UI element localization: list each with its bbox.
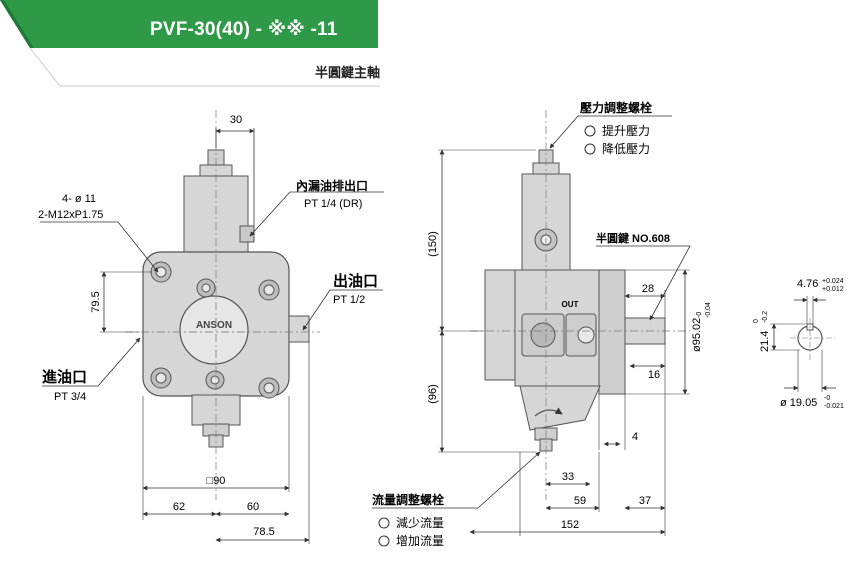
pressure-up-label: 提升壓力 bbox=[602, 123, 650, 138]
side-flange bbox=[598, 269, 626, 395]
dim-59-label: 59 bbox=[574, 495, 586, 507]
dim-19-05-label: ø 19.05 bbox=[780, 397, 817, 409]
front-view: ANSON 30 4- ø 11 2-M12xP1.75 79.5 內漏油排出口… bbox=[38, 110, 384, 544]
dim-21-4-label: 21.4 bbox=[759, 331, 771, 352]
flow-up-label: 增加流量 bbox=[396, 534, 444, 548]
dim-150-label: (150) bbox=[427, 231, 439, 257]
flow-down-label: 減少流量 bbox=[396, 515, 444, 530]
dim-37-label: 37 bbox=[639, 495, 651, 507]
dim-95-02-label: ø95.02 bbox=[691, 318, 703, 352]
dim-4-label: 4 bbox=[632, 431, 638, 443]
inlet-spec: PT 3/4 bbox=[54, 391, 86, 403]
outlet-leader bbox=[302, 289, 383, 331]
tol-1905-upper: -0 bbox=[824, 395, 830, 402]
key-label: 半圓鍵 NO.608 bbox=[596, 231, 670, 245]
side-view: OUT 壓力調整螺栓 提升壓力 降低壓力 (150) (96) 半圓鍵 NO.6… bbox=[372, 100, 712, 548]
tol-476-upper: +0.024 bbox=[822, 278, 844, 285]
shaft-key-detail: 4.76 +0.024 +0.012 21.4 0 -0.2 ø 19.05 -… bbox=[753, 278, 844, 410]
front-outlet-boss bbox=[288, 315, 310, 343]
banner-graphic bbox=[0, 0, 380, 87]
side-rear-cover bbox=[484, 269, 518, 381]
front-bolt-holes bbox=[150, 261, 280, 399]
tol-476-lower: +0.012 bbox=[822, 286, 844, 293]
banner-slant-line bbox=[29, 47, 61, 87]
dim-79-5-label: 79.5 bbox=[90, 291, 102, 312]
outlet-spec: PT 1/2 bbox=[333, 294, 365, 306]
dim-60-label: 60 bbox=[247, 501, 259, 513]
hole-spec-leader bbox=[40, 221, 159, 273]
header-banner: PVF-30(40) - ※※ -11 半圓鍵主軸 bbox=[0, 0, 867, 90]
tol-1905-lower: -0.021 bbox=[824, 403, 844, 410]
tol-214-lower: -0.2 bbox=[762, 311, 769, 323]
tol-95-lower: -0.04 bbox=[705, 302, 712, 318]
out-mark: OUT bbox=[562, 300, 579, 309]
pressure-adj-leader bbox=[549, 115, 672, 149]
flow-adj-title: 流量調整螺栓 bbox=[372, 492, 444, 507]
dim-30-label: 30 bbox=[230, 114, 242, 126]
flow-rotate-cw-icon bbox=[378, 517, 390, 529]
page-subtitle: 半圓鍵主軸 bbox=[314, 65, 380, 80]
banner-green-bar bbox=[0, 0, 378, 48]
rotate-ccw-icon bbox=[584, 143, 596, 155]
pressure-adj-title: 壓力調整螺栓 bbox=[580, 100, 652, 115]
dim-62-label: 62 bbox=[173, 501, 185, 513]
tol-214-upper: 0 bbox=[753, 319, 760, 323]
page-title: PVF-30(40) - ※※ -11 bbox=[150, 19, 338, 40]
dim-90-label: □90 bbox=[207, 475, 226, 487]
side-outlet-port bbox=[530, 322, 556, 348]
inlet-title: 進油口 bbox=[42, 368, 87, 386]
dim-16-label: 16 bbox=[648, 369, 660, 381]
tol-95-upper: -0 bbox=[696, 312, 703, 318]
hole-spec-line2: 2-M12xP1.75 bbox=[38, 209, 103, 221]
inner-drain-leader bbox=[249, 191, 384, 237]
front-center-cover bbox=[179, 295, 249, 365]
dim-33-label: 33 bbox=[562, 471, 574, 483]
dim-28-label: 28 bbox=[642, 283, 654, 295]
flow-adj-leader bbox=[372, 451, 541, 509]
inner-drain-spec: PT 1/4 (DR) bbox=[304, 198, 362, 210]
banner-shade bbox=[0, 0, 34, 48]
hole-spec-line1: 4- ø 11 bbox=[62, 193, 96, 205]
pressure-down-label: 降低壓力 bbox=[602, 142, 650, 156]
dim-78-5-label: 78.5 bbox=[253, 526, 274, 538]
rotate-cw-icon bbox=[584, 125, 596, 137]
dim-4-76-label: 4.76 bbox=[797, 278, 818, 290]
flow-rotate-ccw-icon bbox=[378, 535, 390, 547]
inner-drain-title: 內漏油排出口 bbox=[296, 178, 368, 193]
dim-96-label: (96) bbox=[427, 384, 439, 404]
outlet-title: 出油口 bbox=[333, 272, 378, 290]
dim-152-label: 152 bbox=[561, 519, 579, 531]
brand-logo-text: ANSON bbox=[196, 320, 232, 331]
side-lower-housing bbox=[519, 385, 601, 431]
inlet-leader bbox=[42, 337, 141, 387]
